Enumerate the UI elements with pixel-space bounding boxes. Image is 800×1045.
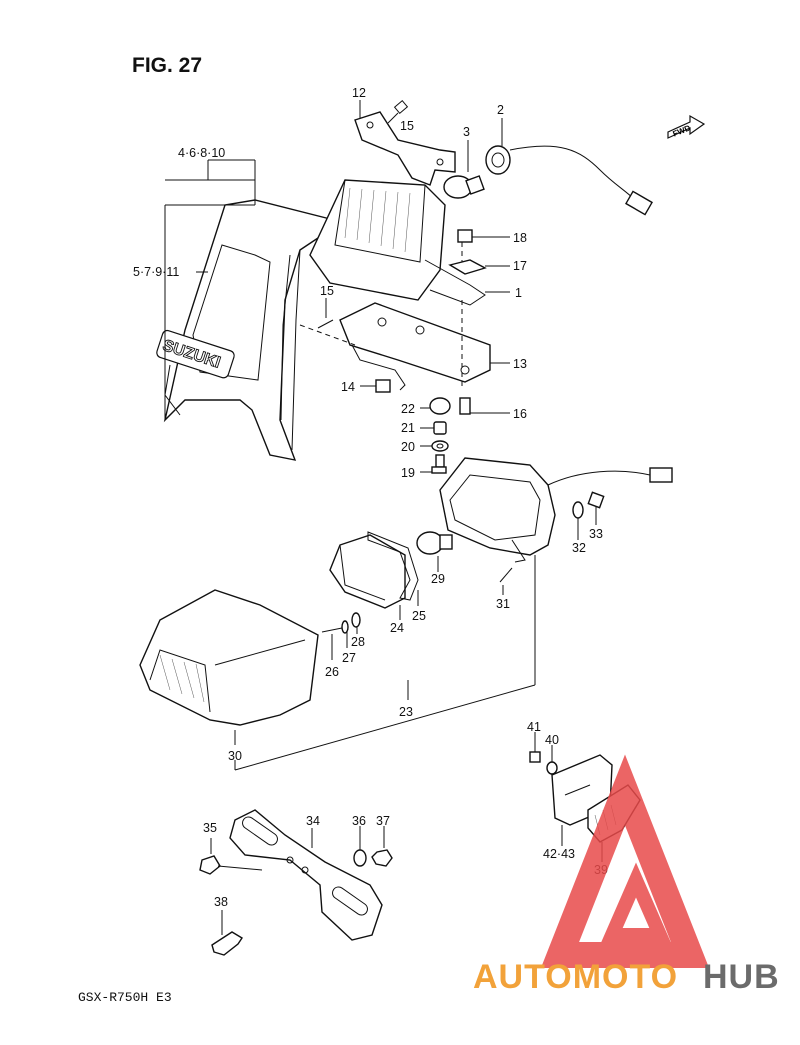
lens-24 [329,534,406,609]
figure-title: FIG. 27 [132,54,202,77]
callout-2: 2 [497,103,504,117]
bulb-29 [416,531,453,555]
callout-20: 20 [401,440,415,454]
callout-25: 25 [412,609,426,623]
nut-14 [375,379,391,393]
callout-30: 30 [228,749,242,763]
watermark-triangle-icon [540,754,710,968]
watermark-brand-part1: AUTOMOTO [473,958,678,996]
bolt-19 [431,454,447,474]
rivet-38 [211,931,243,956]
nut-33 [587,491,605,509]
lamp-bracket-13 [339,302,491,391]
callout-35: 35 [203,821,217,835]
washer-32 [572,501,584,519]
callout-42-43: 42·43 [543,847,575,861]
callout-28: 28 [351,635,365,649]
callout-38: 38 [214,895,228,909]
collar-28 [351,612,361,628]
watermark-brand-part2: HUB [703,958,780,996]
mounting-bracket-12 [354,111,456,186]
callout-41: 41 [527,720,541,734]
callout-27: 27 [342,651,356,665]
screw-31 [499,567,513,583]
callout-12: 12 [352,86,366,100]
nut-41 [529,751,541,763]
screw-26 [321,627,343,633]
callout-4-6-8-10: 4·6·8·10 [178,146,225,160]
callout-15-top: 15 [400,119,414,133]
license-bracket-34 [229,809,383,941]
washer-17 [448,259,487,275]
leader-line [234,684,536,771]
model-code: GSX-R750H E3 [78,990,172,1005]
washer-20 [431,440,449,452]
callout-23: 23 [399,705,413,719]
washer-27 [341,620,349,634]
callout-31: 31 [496,597,510,611]
callout-14: 14 [341,380,355,394]
bulb-socket-2 [485,145,653,216]
collar-21 [433,421,447,435]
callout-21: 21 [401,421,415,435]
callout-15-left: 15 [320,284,334,298]
nut-18 [457,229,473,243]
callout-13: 13 [513,357,527,371]
callout-24: 24 [390,621,404,635]
washer-40 [546,761,558,775]
bulb-3 [443,175,485,199]
rear-seat-cowl: SUZUKI [156,199,344,461]
grommet-22 [429,397,451,415]
nut-37 [371,849,393,867]
tail-lamp-upper-lens [309,179,486,306]
callout-33: 33 [589,527,603,541]
callout-19: 19 [401,466,415,480]
forward-arrow-label: FWD [671,123,691,138]
tail-lamp-base-unit [439,457,673,563]
callout-18: 18 [513,231,527,245]
callout-32: 32 [572,541,586,555]
callout-36: 36 [352,814,366,828]
washer-36 [353,849,367,867]
bolt-35 [199,855,263,875]
gasket-25 [367,531,419,601]
callout-17: 17 [513,259,527,273]
callout-40: 40 [545,733,559,747]
callout-1: 1 [515,286,522,300]
callout-22: 22 [401,402,415,416]
screw-15-top [387,100,409,124]
callout-37: 37 [376,814,390,828]
rear-lamp-cover-30 [139,589,319,726]
callout-3: 3 [463,125,470,139]
callout-29: 29 [431,572,445,586]
automotohub-watermark: AUTOMOTO HUB [473,754,780,996]
screw-15-left [317,319,334,329]
callout-26: 26 [325,665,339,679]
callout-16: 16 [513,407,527,421]
alignment-dashline [299,324,356,346]
forward-arrow-icon: FWD [667,114,706,139]
callout-34: 34 [306,814,320,828]
callout-5-7-9-11: 5·7·9·11 [133,265,179,279]
bolt-16 [459,397,471,415]
